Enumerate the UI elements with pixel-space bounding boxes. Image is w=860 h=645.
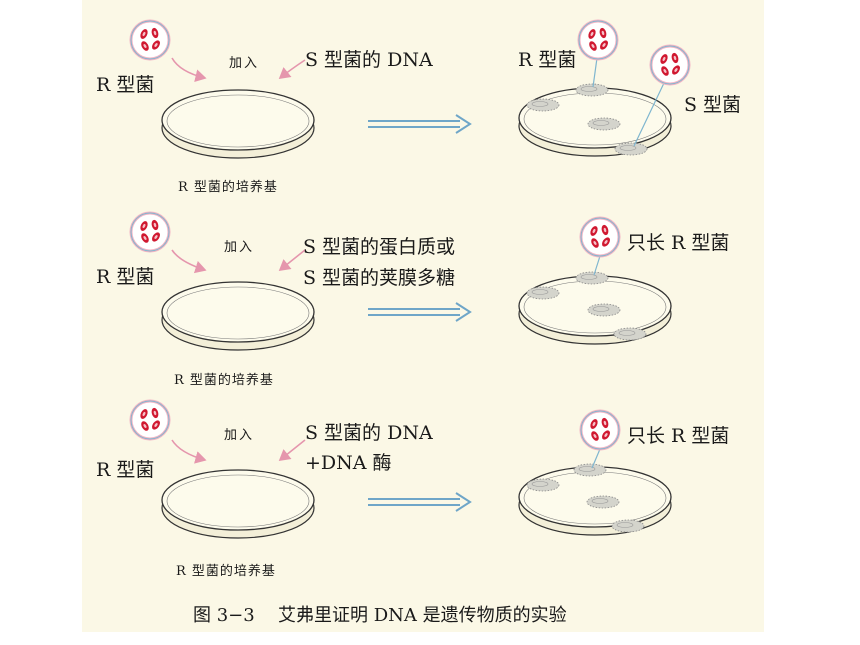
add-arrow-right-1	[278, 59, 306, 79]
treatment-label: S 型菌的 DNA	[305, 49, 433, 71]
add-arrow-left-1	[171, 57, 207, 82]
r-type-label: R 型菌	[96, 459, 155, 481]
colony	[611, 519, 645, 533]
colony	[526, 286, 560, 300]
medium-label: R 型菌的培养基	[176, 564, 276, 579]
r-type-label: R 型菌	[96, 266, 155, 288]
figure-number: 图 3−3	[193, 605, 255, 626]
colony	[575, 83, 609, 97]
treatment-label-line-1: S 型菌的蛋白质或	[303, 236, 456, 258]
result-label: 只长 R 型菌	[627, 425, 730, 447]
r-bacteria-bubble-2	[131, 213, 169, 251]
row-3	[131, 401, 672, 539]
culture-dish-1	[161, 89, 315, 159]
colony	[573, 463, 607, 477]
add-arrow-right-3	[278, 439, 306, 461]
add-arrow-left-3	[171, 439, 207, 464]
callout-line	[592, 57, 598, 88]
result-label-s: S 型菌	[684, 94, 742, 116]
add-arrow-left-2	[171, 249, 207, 274]
culture-dish-3	[161, 469, 315, 539]
s-colony-bubble	[651, 46, 689, 84]
treatment-label-line-2: S 型菌的荚膜多糖	[303, 267, 456, 289]
r-bacteria-bubble-3	[131, 401, 169, 439]
add-label: 加入	[224, 240, 255, 255]
colony	[587, 117, 621, 131]
result-label-r: R 型菌	[518, 49, 577, 71]
callout-line	[633, 82, 665, 147]
r-bacteria-bubble-1	[131, 21, 169, 59]
colony	[587, 303, 621, 317]
row-1	[131, 21, 689, 159]
r-type-label: R 型菌	[96, 74, 155, 96]
r-colony-bubble	[581, 218, 619, 256]
callout-line	[591, 448, 601, 469]
result-label: 只长 R 型菌	[627, 232, 730, 254]
add-arrow-right-2	[278, 249, 306, 271]
colony	[613, 327, 647, 341]
r-colony-bubble	[579, 21, 617, 59]
add-label: 加入	[224, 428, 255, 443]
figure-caption: 艾弗里证明 DNA 是遗传物质的实验	[278, 605, 567, 626]
medium-label: R 型菌的培养基	[174, 373, 274, 388]
colony	[614, 142, 648, 156]
colony	[526, 478, 560, 492]
colony	[526, 98, 560, 112]
culture-dish-2	[161, 281, 315, 351]
colony	[575, 271, 609, 285]
treatment-label-line-2: +DNA 酶	[305, 452, 392, 474]
r-colony-bubble	[581, 411, 619, 449]
add-label: 加入	[229, 56, 260, 71]
callout-line	[593, 255, 601, 276]
colony	[586, 495, 620, 509]
treatment-label-line-1: S 型菌的 DNA	[305, 422, 433, 444]
row-2	[131, 213, 672, 351]
medium-label: R 型菌的培养基	[178, 180, 278, 195]
